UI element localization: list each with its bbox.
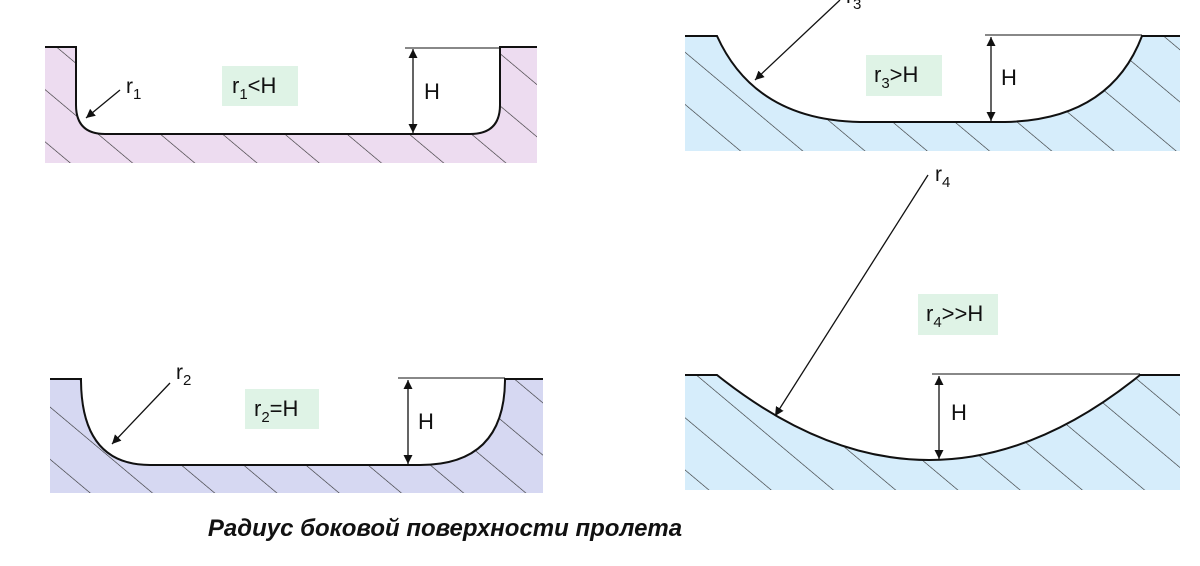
radius-leader-4	[774, 174, 929, 417]
radius-leader-2	[111, 382, 171, 445]
condition-box-4	[918, 294, 998, 335]
condition-box-1	[222, 66, 298, 106]
radius-label-2: r2	[176, 361, 191, 389]
radius-leader-3	[754, 0, 841, 81]
radius-label-4: r4	[935, 163, 950, 191]
panel-r3-greater-than-h: r3 r3>H H	[685, 0, 1180, 151]
height-label-2: H	[418, 409, 434, 434]
height-label-4: H	[951, 400, 967, 425]
condition-label-1: r1<H	[232, 73, 276, 103]
height-label-3: H	[1001, 65, 1017, 90]
condition-box-2	[245, 389, 319, 429]
panel-r4-much-greater-than-h: r4 r4>>H H	[685, 163, 1180, 490]
figure-caption: Радиус боковой поверхности пролета	[207, 515, 683, 542]
radius-label-3: r3	[846, 0, 861, 13]
profile-outline-3	[685, 35, 1180, 123]
condition-label-2: r2=H	[254, 396, 298, 426]
radius-leader-1	[85, 89, 121, 119]
radius-label-1: r1	[126, 75, 141, 103]
condition-box-3	[866, 55, 942, 96]
profile-outline-4	[685, 374, 1180, 461]
height-label-1: H	[424, 79, 440, 104]
condition-label-3: r3>H	[874, 62, 918, 92]
condition-label-4: r4>>H	[926, 301, 983, 331]
panel-r1-less-than-h: r1 r1<H H	[45, 46, 537, 163]
panel-r2-equals-h: r2 r2=H H	[50, 361, 543, 493]
profile-outline-2	[50, 378, 543, 466]
profile-outline-1	[45, 46, 537, 135]
